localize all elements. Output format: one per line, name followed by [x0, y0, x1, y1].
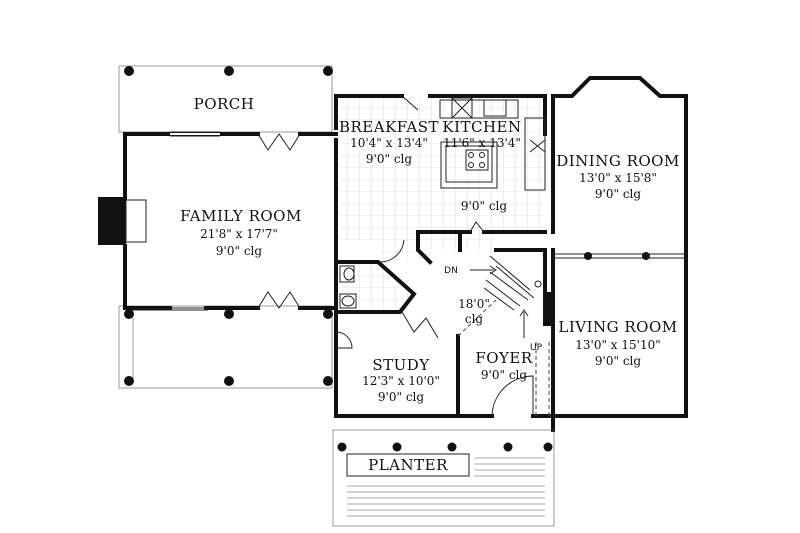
dining-room-label: DINING ROOM — [556, 152, 680, 170]
breakfast-size: 10'4" x 13'4" — [350, 136, 428, 150]
family-room-walls — [98, 131, 338, 311]
stair-hall-ceiling: clg — [465, 312, 484, 326]
foyer-ceiling: 9'0" clg — [481, 368, 527, 382]
living-room-size: 13'0" x 15'10" — [575, 338, 660, 352]
study-size: 12'3" x 10'0" — [362, 374, 440, 388]
front-entry — [332, 429, 555, 527]
study-ceiling: 9'0" clg — [378, 390, 424, 404]
study-label: STUDY — [372, 356, 430, 374]
family-room-label: FAMILY ROOM — [180, 207, 302, 225]
bath-fixtures — [339, 265, 357, 309]
family-room-size: 21'8" x 17'7" — [200, 227, 278, 241]
porch-label: PORCH — [194, 95, 255, 113]
stair-hall-height: 18'0" — [458, 297, 490, 311]
foyer-label: FOYER — [475, 349, 533, 367]
stairs — [457, 255, 542, 338]
doors — [335, 221, 485, 349]
dining-room-size: 13'0" x 15'8" — [579, 171, 657, 185]
dining-room-ceiling: 9'0" clg — [595, 187, 641, 201]
stairs-up-label: UP — [530, 343, 543, 353]
kitchen-label: KITCHEN — [442, 118, 521, 136]
living-room-ceiling: 9'0" clg — [595, 354, 641, 368]
labels: PORCH FAMILY ROOM 21'8" x 17'7" 9'0" clg… — [180, 95, 680, 474]
kitchen-area-ceiling: 9'0" clg — [461, 199, 507, 213]
breakfast-label: BREAKFAST — [339, 118, 439, 136]
interior-walls — [334, 94, 686, 418]
family-room-ceiling: 9'0" clg — [216, 244, 262, 258]
front-porch-left — [118, 305, 333, 389]
kitchen-fixtures — [401, 95, 546, 191]
stairs-down-label: DN — [444, 266, 458, 276]
breakfast-ceiling: 9'0" clg — [366, 152, 412, 166]
kitchen-size: 11'6" x 13'4" — [443, 136, 521, 150]
living-room-label: LIVING ROOM — [558, 318, 677, 336]
planter-label: PLANTER — [368, 456, 448, 474]
